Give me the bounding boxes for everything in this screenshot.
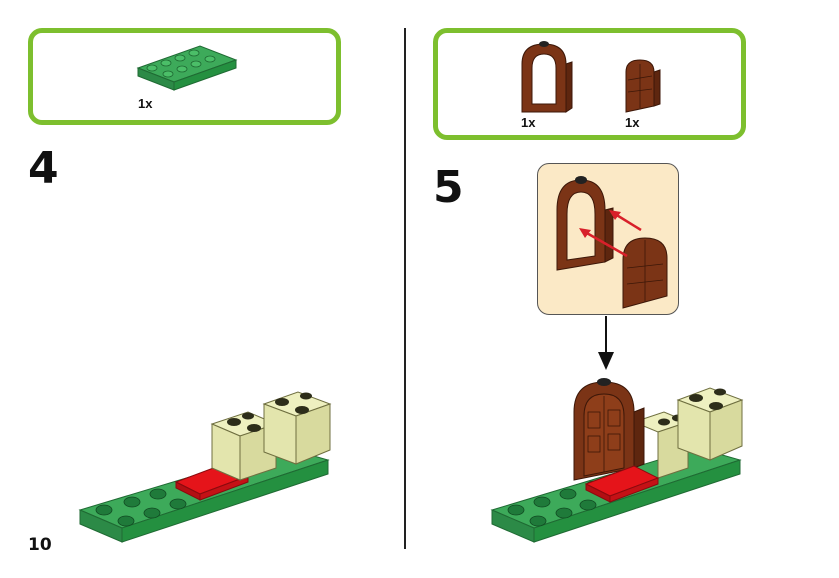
green-plate-2x4-icon	[136, 45, 238, 91]
part-qty: 1x	[625, 115, 640, 130]
parts-list-step-4	[28, 28, 341, 125]
part-qty: 1x	[521, 115, 536, 130]
door-sub-assembly	[556, 176, 668, 309]
parts-list-step-5	[433, 28, 746, 140]
step-4-model	[78, 391, 332, 543]
step-number: 4	[28, 143, 59, 194]
page-divider	[404, 28, 406, 549]
brown-door-icon	[625, 59, 661, 113]
step-number: 5	[433, 162, 464, 213]
step-5-model	[490, 378, 744, 543]
part-qty: 1x	[138, 96, 153, 111]
down-arrow-icon	[598, 316, 614, 370]
brown-arch-door-frame-icon	[521, 41, 573, 113]
page-number: 10	[28, 535, 52, 555]
